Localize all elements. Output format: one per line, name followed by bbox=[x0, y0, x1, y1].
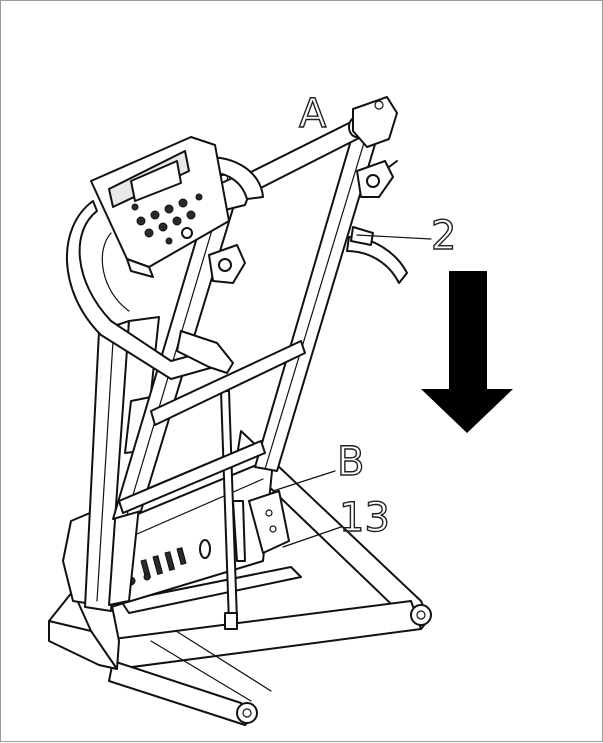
console bbox=[66, 136, 264, 380]
label-13: 13 bbox=[339, 495, 390, 541]
left-knob bbox=[208, 244, 246, 284]
label-2: 2 bbox=[431, 213, 456, 259]
label-a: A bbox=[299, 91, 327, 137]
right-handle bbox=[346, 160, 408, 284]
down-arrow-icon bbox=[421, 271, 513, 433]
leader-lines bbox=[272, 234, 432, 548]
label-b: B bbox=[337, 439, 364, 485]
